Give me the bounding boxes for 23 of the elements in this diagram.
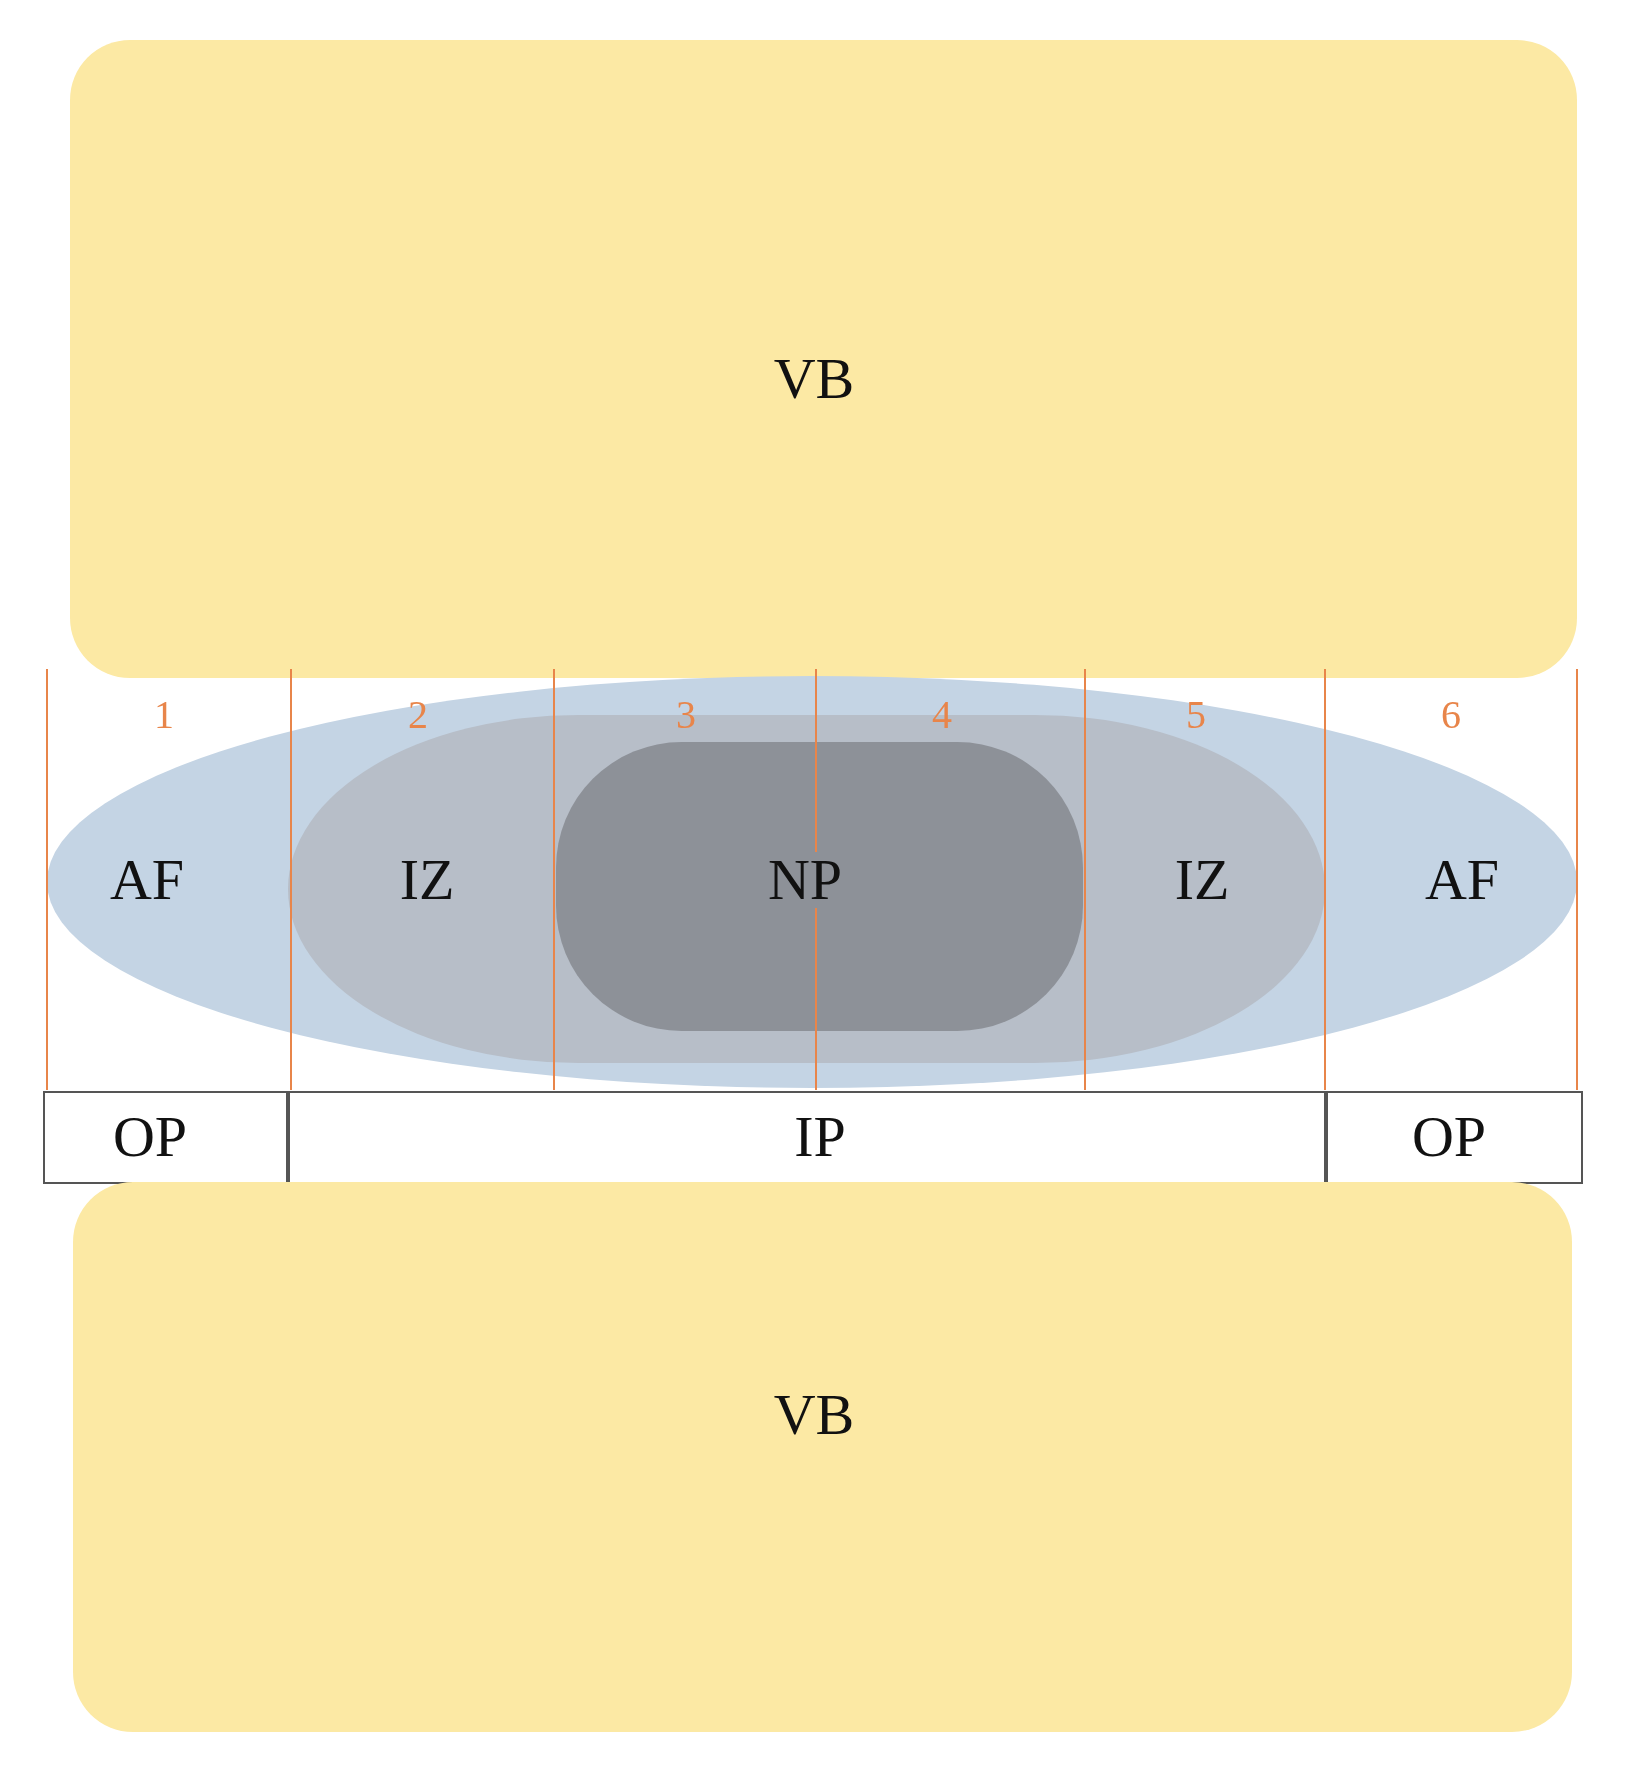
region-box <box>1326 1091 1583 1184</box>
region-label: AF <box>109 851 185 909</box>
zone-number: 6 <box>1441 695 1461 735</box>
vertebral-body-block <box>70 40 1577 678</box>
region-box <box>288 1091 1326 1184</box>
region-label: VB <box>773 350 855 408</box>
region-label: OP <box>112 1108 188 1166</box>
region-label: AF <box>1424 851 1500 909</box>
region-label: OP <box>1411 1108 1487 1166</box>
region-label: NP <box>767 851 843 909</box>
zone-number: 1 <box>154 695 174 735</box>
zone-number: 3 <box>676 695 696 735</box>
region-label: IZ <box>399 851 455 909</box>
zone-number: 2 <box>408 695 428 735</box>
nucleus-capsule <box>556 742 1083 1031</box>
zone-number: 5 <box>1186 695 1206 735</box>
disc-ellipse <box>47 676 1577 1088</box>
region-label: VB <box>773 1386 855 1444</box>
region-label: IP <box>794 1108 846 1166</box>
region-label: IZ <box>1174 851 1230 909</box>
zone-number: 4 <box>932 695 952 735</box>
vertebral-body-block <box>73 1182 1572 1732</box>
region-box <box>43 1091 288 1184</box>
